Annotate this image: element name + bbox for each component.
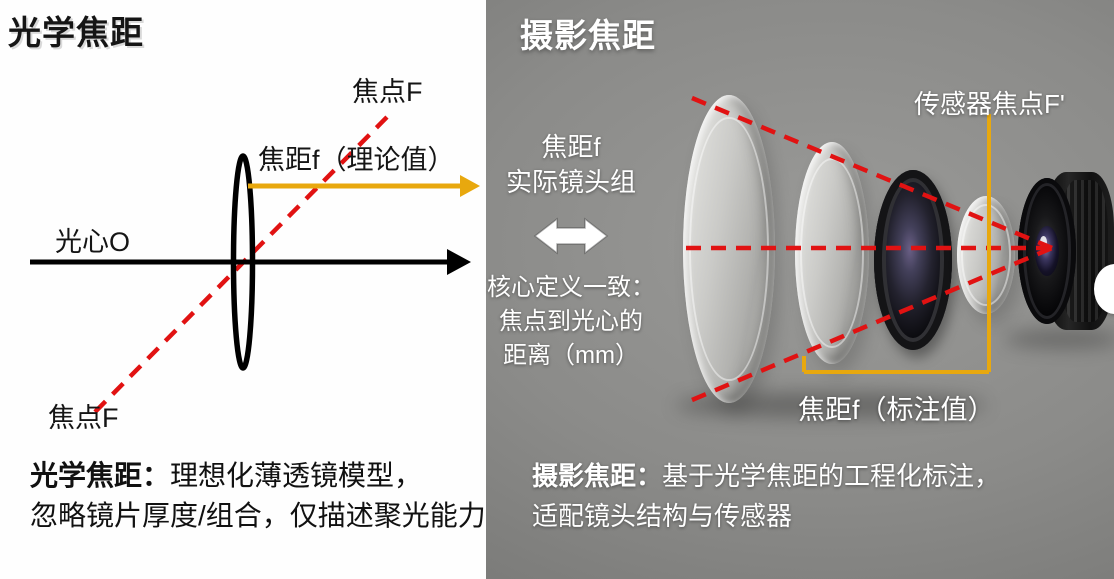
right-title: 摄影焦距 <box>520 17 656 54</box>
optical-focal-panel: 光学焦距 焦点F 焦距f（理论值） 光心O 焦点F 光学焦距：理想化薄透镜模型，… <box>0 0 486 579</box>
right-caption-lead: 摄影焦距： <box>532 461 663 491</box>
mid-note-1: 核心定义一致： <box>487 274 655 301</box>
right-caption-line1: 摄影焦距：基于光学焦距的工程化标注， <box>532 456 1000 496</box>
definition-column: 焦距f 实际镜头组 核心定义一致： 焦点到光心的 距离（mm） <box>486 130 656 373</box>
focal-length-marked-label: 焦距f（标注值） <box>798 395 995 425</box>
optical-axis-arrowhead <box>447 249 471 275</box>
left-caption-line1: 光学焦距：理想化薄透镜模型， <box>30 456 486 496</box>
optical-center-label: 光心O <box>55 227 131 257</box>
mid-lens-group-label: 实际镜头组 <box>505 167 636 197</box>
focal-length-theoretical-label: 焦距f（理论值） <box>258 145 455 175</box>
lens-element-4 <box>957 196 1015 314</box>
mid-note-3: 距离（mm） <box>503 342 639 369</box>
red-ray-bottom <box>691 245 1053 403</box>
sensor-focal-point-label: 传感器焦点F' <box>914 89 1065 119</box>
right-caption-text1: 基于光学焦距的工程化标注， <box>662 461 1001 491</box>
focal-length-arrowhead <box>460 175 480 197</box>
left-title: 光学焦距 <box>8 14 144 51</box>
yellow-dimension-lines <box>802 114 991 374</box>
camera-shadow <box>1004 330 1114 348</box>
left-caption: 光学焦距：理想化薄透镜模型， 忽略镜片厚度/组合，仅描述聚光能力 <box>30 456 486 536</box>
left-caption-text2: 忽略镜片厚度/组合，仅描述聚光能力 <box>30 500 486 531</box>
thin-lens <box>230 153 256 371</box>
red-ray-top <box>691 95 1053 251</box>
photographic-focal-panel: 摄影焦距 焦距f 实际镜头组 核心定义一致： 焦点到光心的 距离（mm） <box>486 0 1114 579</box>
mid-note-2: 焦点到光心的 <box>499 308 643 335</box>
mid-focal-label: 焦距f <box>541 132 601 162</box>
right-caption: 摄影焦距：基于光学焦距的工程化标注， 适配镜头结构与传感器 <box>532 456 1000 536</box>
double-arrow-icon <box>533 217 609 255</box>
double-arrow-shape <box>533 217 609 255</box>
left-caption-text1: 理想化薄透镜模型， <box>170 460 423 491</box>
focal-point-top-label: 焦点F <box>352 77 423 107</box>
lens-element-2 <box>795 142 869 364</box>
camera-glass-glint <box>1040 236 1047 248</box>
right-caption-text2: 适配镜头结构与传感器 <box>532 501 793 531</box>
focal-point-bottom-label: 焦点F <box>48 403 119 433</box>
next-button[interactable] <box>1094 264 1114 314</box>
left-caption-lead: 光学焦距： <box>30 460 171 491</box>
thin-lens-diagram <box>30 110 480 414</box>
